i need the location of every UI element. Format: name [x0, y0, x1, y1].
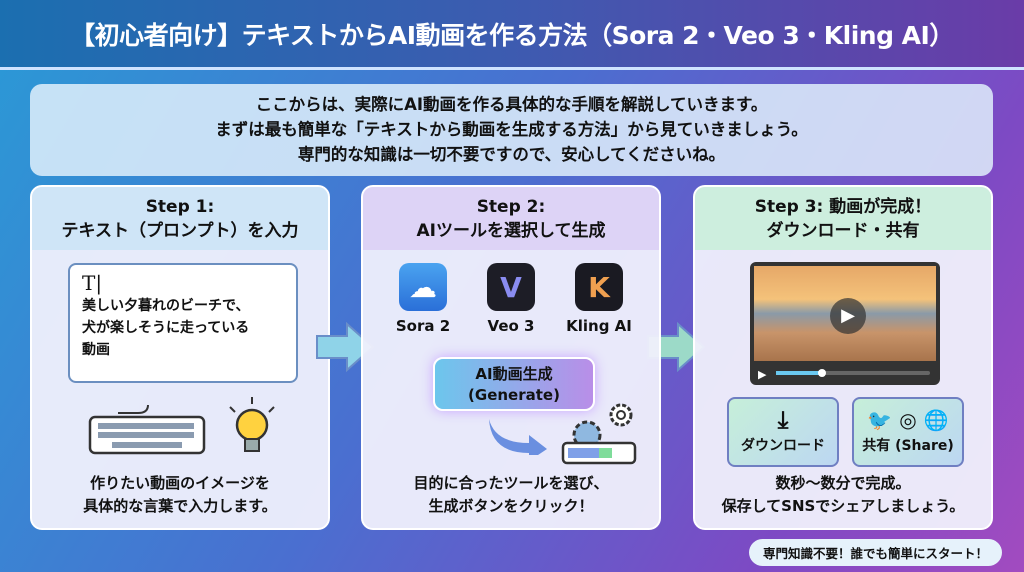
kling-logo-icon: K	[575, 263, 623, 311]
prompt-line: 動画	[82, 342, 110, 358]
intro-line: まずは最も簡単な「テキストから動画を生成する方法」から見ていきましょう。	[215, 120, 808, 139]
app-label: Sora 2	[395, 317, 451, 335]
generate-button[interactable]: AI動画生成 (Generate)	[433, 357, 595, 411]
play-button[interactable]: ▶	[830, 298, 866, 334]
desc-line: 具体的な言葉で入力します。	[83, 497, 277, 515]
twitter-icon: 🐦	[867, 408, 893, 432]
download-button[interactable]: ⤓ ダウンロード	[727, 397, 839, 467]
app-veo[interactable]: V Veo 3	[476, 263, 546, 335]
intro-box: ここからは、実際にAI動画を作る具体的な手順を解説していきます。 まずは最も簡単…	[30, 84, 993, 176]
prompt-input: T| 美しい夕暮れのビーチで、 犬が楽しそうに走っている 動画	[68, 263, 298, 383]
cloud-icon: ☁	[399, 263, 447, 311]
step-1-description: 作りたい動画のイメージを具体的な言葉で入力します。	[32, 472, 328, 518]
step-3-description: 数秒〜数分で完成。保存してSNSでシェアしましょう。	[695, 472, 991, 518]
download-icon: ⤓	[777, 406, 789, 434]
globe-icon: 🌐	[923, 408, 949, 432]
gears-progress-icon	[561, 403, 637, 465]
video-player[interactable]: ▶ ▶	[750, 262, 940, 385]
desc-line: 保存してSNSでシェアしましょう。	[721, 497, 965, 515]
step-3-card: Step 3: 動画が完成！ ダウンロード・共有 ▶ ▶ ⤓ ダウンロード 🐦 ◎ …	[693, 185, 993, 530]
share-label: 共有 (Share)	[862, 438, 954, 454]
step-1-header: Step 1: テキスト（プロンプト）を入力	[32, 187, 328, 250]
step-label: Step 2:	[476, 197, 546, 217]
step-2-card: Step 2: AIツールを選択して生成 ☁ Sora 2 V Veo 3 K Klin…	[361, 185, 661, 530]
generate-sublabel: (Generate)	[468, 386, 560, 404]
intro-line: 専門的な知識は一切不要ですので、安心してくださいね。	[297, 145, 726, 164]
play-icon[interactable]: ▶	[758, 368, 767, 381]
arrow-right-icon	[316, 322, 375, 372]
app-sora[interactable]: ☁ Sora 2	[388, 263, 458, 335]
lightbulb-icon	[229, 397, 275, 452]
desc-line: 数秒〜数分で完成。	[775, 474, 911, 492]
text-cursor-icon: T|	[82, 271, 103, 295]
desc-line: 生成ボタンをクリック！	[428, 497, 594, 515]
download-label: ダウンロード	[741, 438, 825, 454]
step-label: Step 1:	[145, 197, 215, 217]
step-2-header: Step 2: AIツールを選択して生成	[363, 187, 659, 250]
app-label: Veo 3	[487, 317, 535, 335]
generate-label: AI動画生成	[475, 365, 553, 383]
desc-line: 目的に合ったツールを選び、	[413, 474, 609, 492]
step-title: AIツールを選択して生成	[416, 221, 606, 241]
curved-arrow-icon	[489, 419, 547, 455]
instagram-icon: ◎	[899, 408, 917, 432]
step-3-header: Step 3: 動画が完成！ ダウンロード・共有	[695, 187, 991, 250]
desc-line: 作りたい動画のイメージを	[90, 474, 270, 492]
video-thumbnail-dog-beach: ▶	[754, 266, 936, 361]
veo-logo-icon: V	[487, 263, 535, 311]
step-1-card: Step 1: テキスト（プロンプト）を入力 T| 美しい夕暮れのビーチで、 犬が…	[30, 185, 330, 530]
keyboard-icon	[88, 405, 206, 455]
app-label: Kling AI	[566, 317, 632, 335]
step-title: テキスト（プロンプト）を入力	[61, 221, 299, 241]
prompt-line: 美しい夕暮れのビーチで、	[82, 298, 250, 314]
page-title: 【初心者向け】テキストからAI動画を作る方法（Sora 2・Veo 3・Klin…	[0, 0, 1024, 70]
speech-badge: 専門知識不要！誰でも簡単にスタート！	[748, 539, 1002, 566]
step-2-description: 目的に合ったツールを選び、生成ボタンをクリック！	[363, 472, 659, 518]
share-button[interactable]: 🐦 ◎ 🌐 共有 (Share)	[852, 397, 964, 467]
progress-fill	[776, 369, 827, 377]
step-label: Step 3: 動画が完成！	[754, 197, 932, 217]
step-title: ダウンロード・共有	[766, 221, 920, 241]
app-kling[interactable]: K Kling AI	[564, 263, 634, 335]
intro-line: ここからは、実際にAI動画を作る具体的な手順を解説していきます。	[255, 95, 768, 114]
prompt-line: 犬が楽しそうに走っている	[82, 320, 250, 336]
progress-bar[interactable]	[776, 369, 930, 377]
